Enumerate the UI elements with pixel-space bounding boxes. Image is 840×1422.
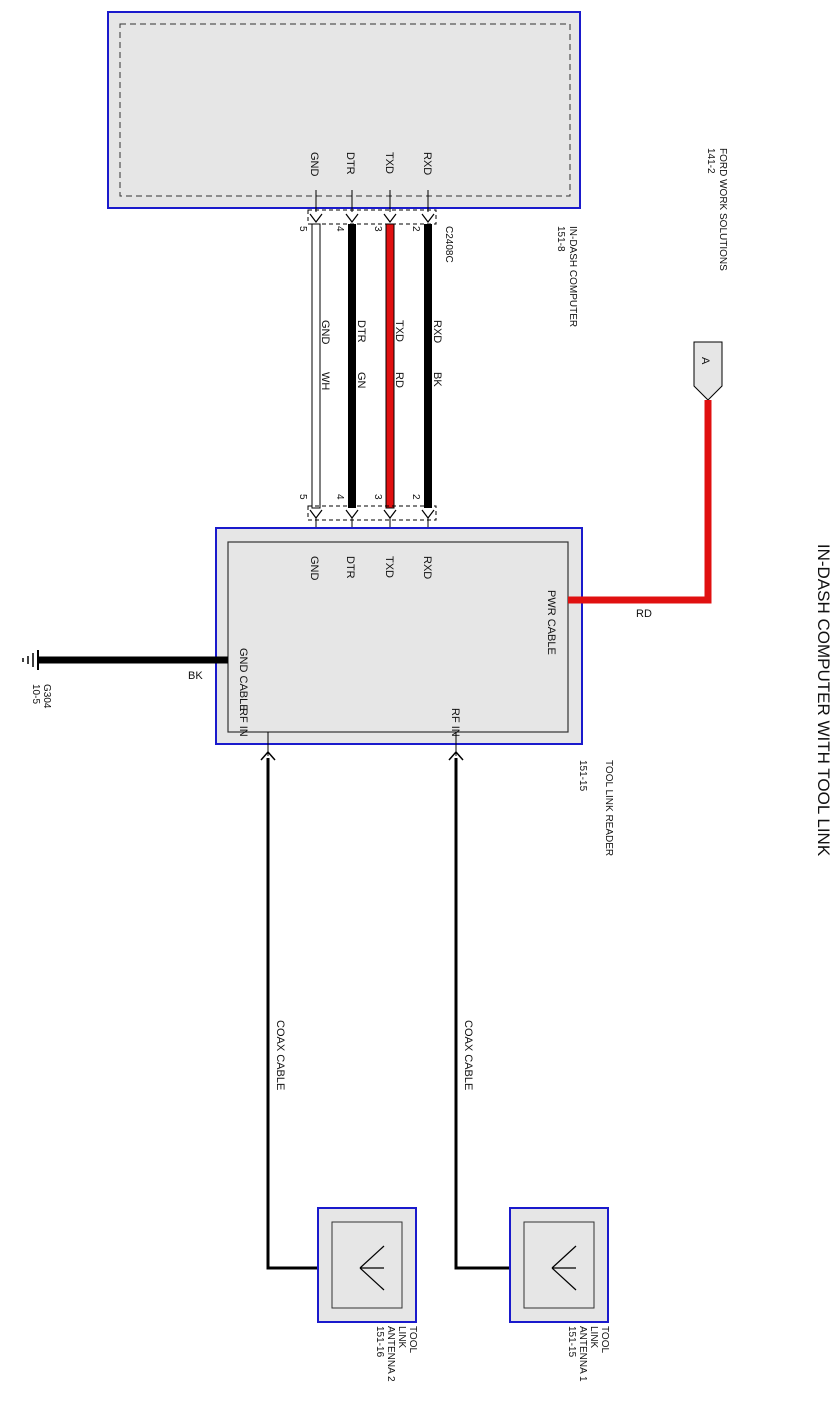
antenna-1-label: TOOL LINK ANTENNA 1 151-15 — [566, 1326, 610, 1382]
wire-gnd-signal-label: GND — [319, 320, 331, 345]
tool-link-antenna-1 — [509, 1207, 609, 1323]
antenna-2-label: TOOL LINK ANTENNA 2 151-16 — [374, 1326, 418, 1382]
coax-cable-2-label: COAX CABLE — [274, 1020, 286, 1090]
svg-text:TOOL: TOOL — [599, 1326, 610, 1353]
pin-num-4-top: 4 — [334, 226, 345, 232]
coax-cable-1 — [448, 732, 556, 1270]
svg-text:FORD WORK SOLUTIONS: FORD WORK SOLUTIONS — [717, 148, 728, 271]
svg-text:IN-DASH COMPUTER: IN-DASH COMPUTER — [567, 226, 578, 327]
in-dash-pin-rxd: RXD — [421, 152, 433, 175]
ground-symbol-icon — [22, 650, 39, 670]
ford-work-solutions-label: FORD WORK SOLUTIONS 141-2 — [705, 148, 728, 271]
wire-dtr-signal-label: DTR — [355, 320, 367, 343]
reader-gnd-cable: GND CABLE — [237, 648, 249, 712]
svg-text:LINK: LINK — [588, 1326, 599, 1349]
svg-text:TOOL LINK READER: TOOL LINK READER — [603, 760, 614, 856]
power-wire-rd — [568, 400, 712, 604]
coax-cable-1-label: COAX CABLE — [462, 1020, 474, 1090]
reader-pin-dtr: DTR — [344, 556, 356, 579]
svg-text:A: A — [699, 357, 711, 365]
reader-rf-in-2: RF IN — [237, 708, 249, 737]
wire-txd-color-label: RD — [393, 372, 405, 388]
wire-dtr-color-label: GN — [355, 372, 367, 389]
svg-text:10-5: 10-5 — [30, 684, 41, 704]
pin-num-3-top: 3 — [372, 226, 383, 232]
svg-text:141-2: 141-2 — [705, 148, 716, 174]
svg-text:LINK: LINK — [396, 1326, 407, 1349]
wire-gnd-wh — [311, 223, 321, 509]
wire-rxd-signal-label: RXD — [431, 320, 443, 343]
coax-cable-2 — [260, 732, 364, 1270]
tool-link-reader-label: TOOL LINK READER 151-15 — [577, 760, 614, 856]
wire-dtr-gn — [348, 224, 356, 508]
reader-pin-rxd: RXD — [421, 556, 433, 579]
connector-a: A — [693, 341, 723, 401]
power-wire-color-label: RD — [636, 608, 652, 620]
in-dash-computer-module: GND DTR TXD RXD — [107, 11, 581, 212]
wire-txd-signal-label: TXD — [393, 320, 405, 342]
wire-gnd-color-label: WH — [319, 372, 331, 390]
reader-pwr-cable: PWR CABLE — [545, 590, 557, 655]
svg-text:151-8: 151-8 — [555, 226, 566, 252]
pin-num-2-top: 2 — [410, 226, 421, 232]
wire-rxd-bk — [424, 224, 432, 508]
ground-wire-color-label: BK — [188, 670, 203, 682]
in-dash-pin-gnd: GND — [308, 152, 320, 177]
antenna-1-icon — [551, 1245, 577, 1291]
reader-rf-in-1: RF IN — [449, 708, 461, 737]
connector-c2408c-top — [307, 209, 437, 225]
in-dash-pin-dtr: DTR — [344, 152, 356, 175]
reader-pin-gnd: GND — [308, 556, 320, 581]
diagram-title: IN-DASH COMPUTER WITH TOOL LINK — [814, 544, 833, 857]
reader-pin-txd: TXD — [383, 556, 395, 578]
connector-label: C2408C — [443, 226, 454, 263]
pin-num-4-bottom: 4 — [334, 494, 345, 500]
in-dash-pin-txd: TXD — [383, 152, 395, 174]
pin-num-5-top: 5 — [297, 226, 308, 232]
wire-rxd-color-label: BK — [431, 372, 443, 387]
pin-num-5-bottom: 5 — [297, 494, 308, 500]
svg-text:151-15: 151-15 — [566, 1326, 577, 1358]
svg-text:ANTENNA 2: ANTENNA 2 — [385, 1326, 396, 1382]
ground-g304-label: G304 10-5 — [30, 684, 52, 709]
pin-num-2-bottom: 2 — [410, 494, 421, 500]
tool-link-antenna-2 — [317, 1207, 417, 1323]
tool-link-reader-module: GND DTR TXD RXD PWR CABLE GND CABLE RF I… — [215, 527, 583, 745]
svg-text:151-15: 151-15 — [577, 760, 588, 792]
pin-num-3-bottom: 3 — [372, 494, 383, 500]
wire-txd-rd — [385, 223, 395, 509]
svg-text:G304: G304 — [41, 684, 52, 709]
svg-text:ANTENNA 1: ANTENNA 1 — [577, 1326, 588, 1382]
in-dash-computer-label: IN-DASH COMPUTER 151-8 — [555, 226, 578, 327]
svg-text:TOOL: TOOL — [407, 1326, 418, 1353]
svg-text:151-16: 151-16 — [374, 1326, 385, 1358]
antenna-2-icon — [359, 1245, 385, 1291]
